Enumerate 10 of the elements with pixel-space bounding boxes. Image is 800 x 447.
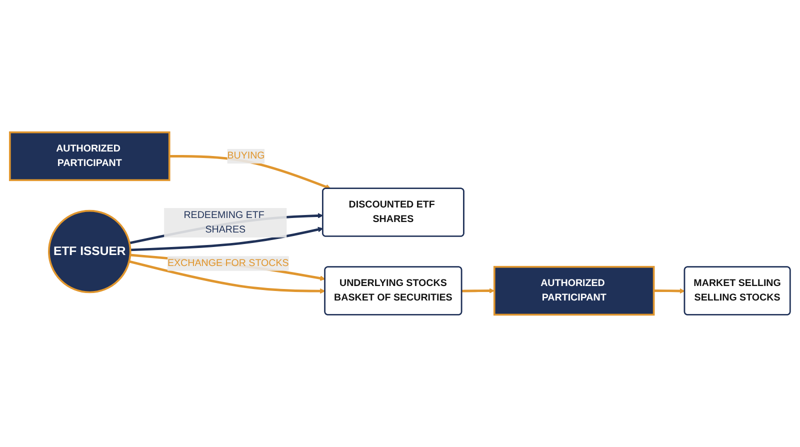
node-box: AUTHORIZED PARTICIPANT — [493, 266, 655, 316]
edge-label: EXCHANGE FOR STOCKS — [167, 258, 289, 268]
edge-label: BUYING — [227, 150, 265, 162]
edge-label: REDEEMING ETF SHARES — [184, 210, 264, 236]
arrow — [462, 288, 495, 294]
node-box: AUTHORIZED PARTICIPANT — [8, 131, 170, 182]
arrow — [654, 288, 686, 294]
node-circle: ETF ISSUER — [48, 210, 132, 294]
arrow — [130, 226, 324, 252]
arrow — [128, 260, 326, 294]
